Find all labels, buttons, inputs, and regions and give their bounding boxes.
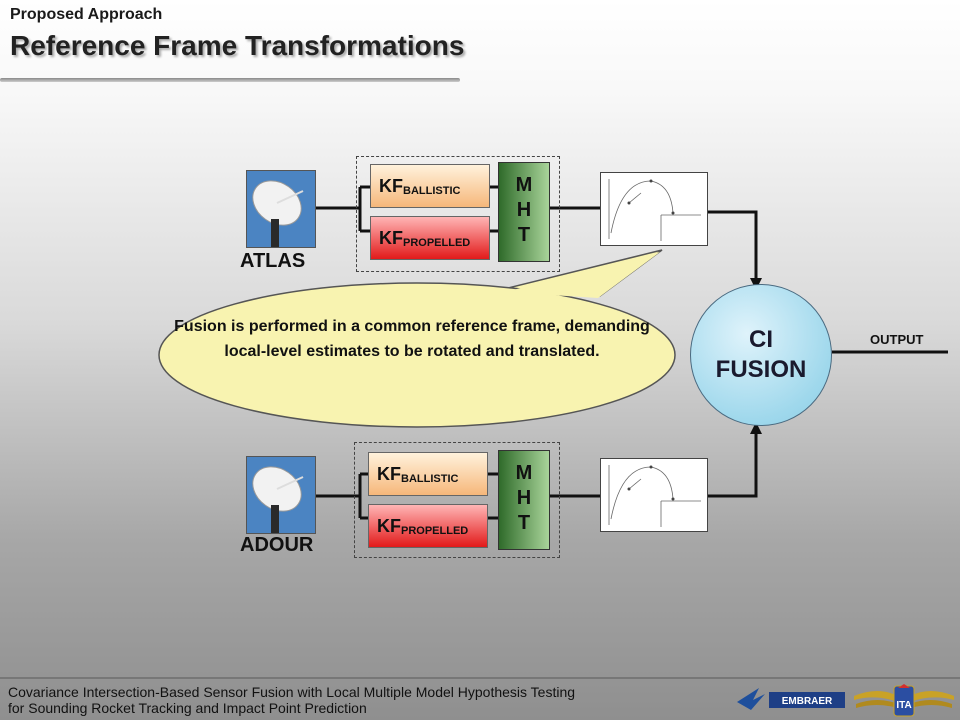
footer-divider bbox=[0, 677, 960, 679]
adour-trajectory-plot-image bbox=[600, 458, 708, 532]
mht-letter: T bbox=[517, 512, 531, 534]
ci-fusion-node: CI FUSION bbox=[690, 284, 832, 426]
section-subtitle: Proposed Approach bbox=[10, 6, 163, 23]
embraer-logo-text: EMBRAER bbox=[782, 696, 833, 707]
trajectory-sketch-icon bbox=[608, 465, 701, 527]
ita-logo: ITA bbox=[852, 682, 956, 718]
callout-bubble bbox=[158, 249, 676, 428]
callout-text: Fusion is performed in a common referenc… bbox=[174, 318, 650, 360]
atlas-connectors bbox=[314, 185, 758, 282]
kf-subscript: PROPELLED bbox=[401, 525, 469, 537]
arrow-adour-to-fusion bbox=[750, 422, 762, 434]
kf-label: KF bbox=[379, 175, 403, 196]
embraer-logo: EMBRAER bbox=[735, 686, 847, 712]
kf-subscript: PROPELLED bbox=[403, 237, 471, 249]
mht-letter: T bbox=[517, 224, 531, 246]
kf-subscript: BALLISTIC bbox=[403, 185, 461, 197]
ita-wings-logo-icon: ITA bbox=[854, 684, 954, 717]
page-title: Reference Frame Transformations bbox=[10, 30, 465, 61]
atlas-radar-dish-image bbox=[246, 170, 316, 248]
adour-filter-group bbox=[354, 442, 560, 558]
footer-line-1: Covariance Intersection-Based Sensor Fus… bbox=[8, 684, 576, 700]
atlas-mht-block: M H T bbox=[498, 162, 550, 262]
fusion-label-line1: CI bbox=[749, 326, 773, 353]
mht-letter: M bbox=[515, 174, 533, 196]
kf-label: KF bbox=[379, 227, 403, 248]
kf-label: KF bbox=[377, 515, 401, 536]
adour-mht-block: M H T bbox=[498, 450, 550, 550]
title-underline bbox=[0, 78, 460, 82]
adour-connectors bbox=[314, 430, 758, 520]
embraer-logo-icon: EMBRAER bbox=[737, 688, 845, 710]
radar-dish-icon bbox=[247, 457, 315, 533]
trajectory-sketch-icon bbox=[608, 179, 701, 241]
mht-letter: H bbox=[516, 487, 532, 509]
mht-letter: H bbox=[516, 199, 532, 221]
atlas-trajectory-plot-image bbox=[600, 172, 708, 246]
station-label-adour: ADOUR bbox=[240, 534, 314, 556]
atlas-filter-group bbox=[356, 156, 560, 272]
kf-label: KF bbox=[377, 463, 401, 484]
mht-letter: M bbox=[515, 462, 533, 484]
fusion-label-line2: FUSION bbox=[715, 356, 807, 383]
kf-subscript: BALLISTIC bbox=[401, 473, 459, 485]
footer-citation: Covariance Intersection-Based Sensor Fus… bbox=[8, 684, 678, 716]
radar-dish-icon bbox=[247, 171, 315, 247]
footer-line-2: for Sounding Rocket Tracking and Impact … bbox=[8, 700, 367, 716]
adour-radar-dish-image bbox=[246, 456, 316, 534]
ita-logo-text: ITA bbox=[896, 700, 911, 711]
station-label-atlas: ATLAS bbox=[240, 250, 306, 272]
output-label: OUTPUT bbox=[870, 332, 924, 347]
